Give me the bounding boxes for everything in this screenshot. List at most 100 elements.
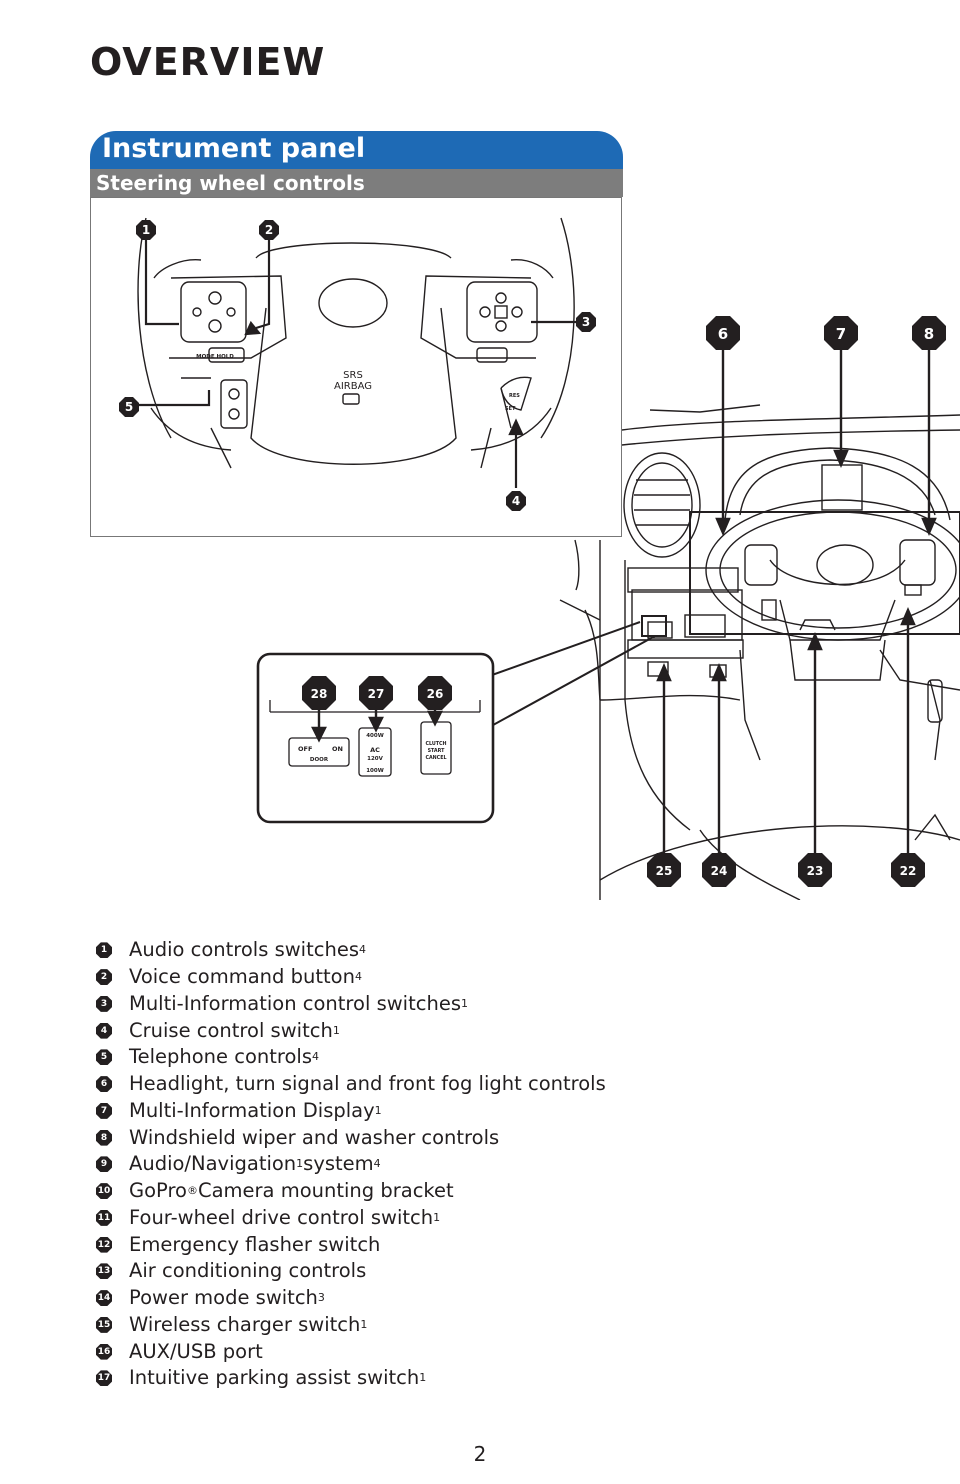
legend-number-badge: 13 <box>96 1263 112 1280</box>
steering-wheel-detail: MODE HOLD SRS AIRBAG RES SET 1 2 3 <box>90 197 622 537</box>
srs-label: SRS <box>343 370 363 381</box>
callout-24: 24 <box>711 864 728 878</box>
legend-number-badge: 15 <box>96 1316 112 1333</box>
w100-label: 100W <box>366 768 384 774</box>
legend-text: Four-wheel drive control switch <box>129 1205 434 1229</box>
legend-number-badge: 2 <box>96 969 112 986</box>
legend-number-badge: 16 <box>96 1343 112 1360</box>
mode-hold-label: MODE HOLD <box>196 354 234 360</box>
callout-23: 23 <box>807 864 824 878</box>
legend-text: Voice command button <box>129 965 355 989</box>
legend-text-continued: system <box>303 1152 374 1176</box>
callout-25: 25 <box>656 864 673 878</box>
callout-26: 26 <box>427 687 444 701</box>
instrument-panel-header: Instrument panel <box>90 131 623 169</box>
door-label: DOOR <box>310 757 329 763</box>
legend-item: 16 AUX/USB port <box>96 1338 656 1365</box>
callout-8: 8 <box>924 325 934 343</box>
callout-27-badge: 27 <box>359 676 393 710</box>
legend-number-badge: 12 <box>96 1236 112 1253</box>
callout-7: 7 <box>836 325 846 343</box>
steering-wheel-controls-title: Steering wheel controls <box>96 171 365 195</box>
callout-27: 27 <box>368 687 385 701</box>
legend-number-badge: 3 <box>96 995 112 1012</box>
legend-text: Multi-Information control switches <box>129 991 461 1015</box>
callout-7-badge: 7 <box>824 316 858 350</box>
legend-item: 8 Windshield wiper and washer controls <box>96 1124 656 1151</box>
callout-28-badge: 28 <box>302 676 336 710</box>
callout-4: 4 <box>512 494 520 508</box>
callout-28: 28 <box>311 687 328 701</box>
legend-number-badge: 14 <box>96 1290 112 1307</box>
legend-text: Power mode switch <box>129 1286 318 1310</box>
legend-number-badge: 1 <box>96 942 112 959</box>
legend-number-badge: 5 <box>96 1049 112 1066</box>
door-on-label: ON <box>332 745 343 753</box>
callout-25-badge: 25 <box>647 853 681 887</box>
callout-3-badge: 3 <box>576 312 596 332</box>
legend-text: Audio controls switches <box>129 938 359 962</box>
legend-text-continued: Camera mounting bracket <box>197 1179 454 1203</box>
callout-3: 3 <box>582 315 590 329</box>
page-title: OVERVIEW <box>90 40 326 84</box>
callout-8-badge: 8 <box>912 316 946 350</box>
callout-5-badge: 5 <box>119 397 139 417</box>
steering-wheel-illustration: MODE HOLD SRS AIRBAG RES SET 1 2 3 <box>119 217 596 511</box>
callout-1-badge: 1 <box>136 220 156 240</box>
callout-4-badge: 4 <box>506 491 526 511</box>
callout-5: 5 <box>125 400 133 414</box>
callout-1: 1 <box>142 223 150 237</box>
legend-number-badge: 8 <box>96 1129 112 1146</box>
instrument-panel-title: Instrument panel <box>102 133 366 164</box>
airbag-label: AIRBAG <box>334 381 372 392</box>
legend-text: Air conditioning controls <box>129 1259 367 1283</box>
ac-label: AC <box>370 746 380 754</box>
callout-22: 22 <box>900 864 917 878</box>
w400-label: 400W <box>366 733 384 739</box>
legend-text: GoPro <box>129 1179 187 1203</box>
steering-wheel-controls-header: Steering wheel controls <box>90 169 623 197</box>
legend-text: Multi-Information Display <box>129 1098 375 1122</box>
legend-text: Wireless charger switch <box>129 1312 361 1336</box>
callout-22-badge: 22 <box>891 853 925 887</box>
legend-text: AUX/USB port <box>129 1339 263 1363</box>
set-label: SET <box>505 406 516 412</box>
start-label: START <box>428 748 446 754</box>
legend-number-badge: 7 <box>96 1102 112 1119</box>
legend-text: Telephone controls <box>129 1045 312 1069</box>
v120-label: 120V <box>367 756 383 762</box>
console-switch-detail: OFF ON DOOR 400W AC 120V 100W CLUTCH STA… <box>256 652 495 824</box>
legend-number-badge: 11 <box>96 1209 112 1226</box>
legend-text: Intuitive parking assist switch <box>129 1366 420 1390</box>
res-label: RES <box>509 393 520 399</box>
legend-text: Windshield wiper and washer controls <box>129 1125 500 1149</box>
legend-number-badge: 10 <box>96 1183 112 1200</box>
dashboard-illustration: 6 7 8 25 24 23 22 OFF <box>256 316 960 900</box>
legend-item: 13 Air conditioning controls <box>96 1258 656 1285</box>
legend-text: Cruise control switch <box>129 1018 333 1042</box>
legend-number-badge: 9 <box>96 1156 112 1173</box>
legend-text: Headlight, turn signal and front fog lig… <box>129 1072 606 1096</box>
legend-text: Audio/Navigation <box>129 1152 297 1176</box>
door-off-label: OFF <box>298 745 312 753</box>
cancel-label: CANCEL <box>425 755 446 761</box>
legend-text: Emergency flasher switch <box>129 1232 381 1256</box>
callout-6-badge: 6 <box>706 316 740 350</box>
legend-number-badge: 17 <box>96 1370 112 1387</box>
callout-6: 6 <box>718 325 728 343</box>
callout-24-badge: 24 <box>702 853 736 887</box>
callout-26-badge: 26 <box>418 676 452 710</box>
